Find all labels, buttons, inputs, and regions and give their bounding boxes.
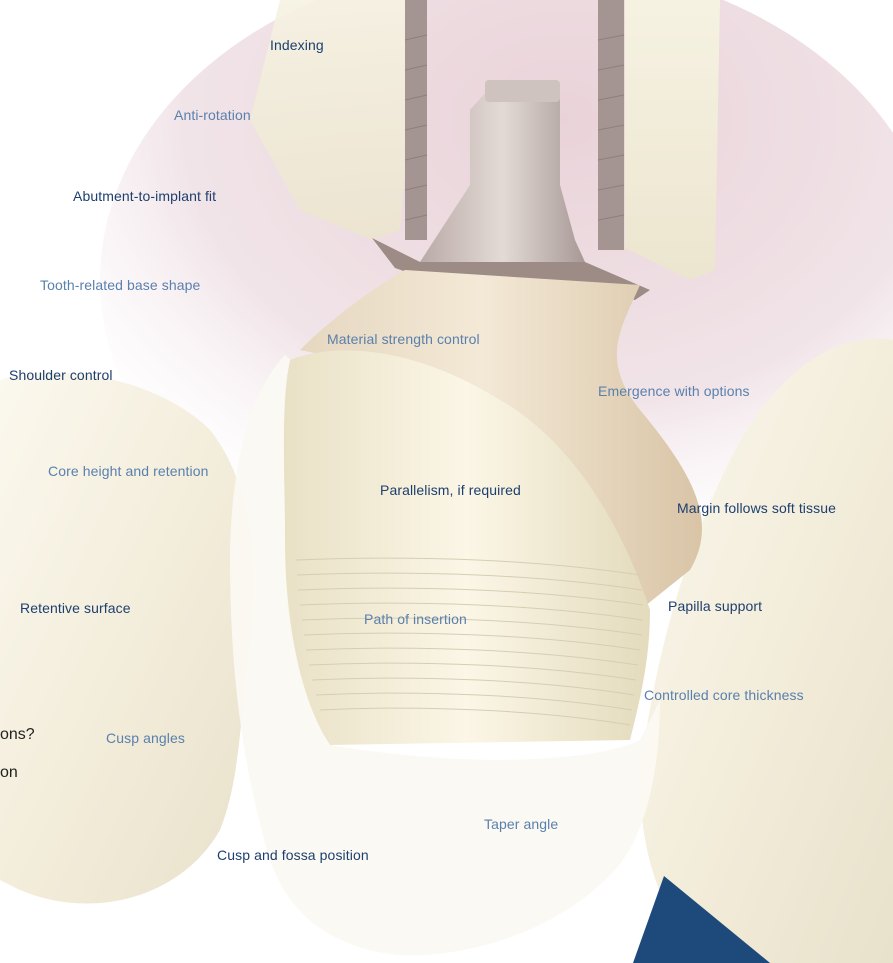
label-papilla-support: Papilla support [668, 597, 762, 615]
adjacent-tooth-left [0, 372, 254, 903]
label-indexing: Indexing [270, 36, 324, 54]
label-cusp-angles: Cusp angles [106, 729, 185, 747]
label-abutment-fit: Abutment-to-implant fit [73, 187, 216, 205]
label-taper-angle: Taper angle [484, 815, 558, 833]
label-anti-rotation: Anti-rotation [174, 106, 251, 124]
label-shoulder-control: Shoulder control [9, 366, 113, 384]
label-core-height: Core height and retention [48, 462, 209, 480]
label-retentive-surface: Retentive surface [20, 599, 131, 617]
label-parallelism: Parallelism, if required [380, 481, 521, 499]
cropped-text-line-1: ons? [0, 725, 35, 745]
label-base-shape: Tooth-related base shape [40, 276, 200, 294]
label-cusp-fossa: Cusp and fossa position [217, 846, 369, 864]
label-path-of-insertion: Path of insertion [364, 610, 467, 628]
cropped-text-line-2: on [0, 763, 18, 783]
abutment-screw-head [485, 80, 560, 102]
label-controlled-core: Controlled core thickness [644, 686, 804, 704]
label-margin: Margin follows soft tissue [677, 499, 836, 517]
label-emergence: Emergence with options [598, 382, 750, 400]
label-material-strength: Material strength control [327, 330, 480, 348]
bone-right [625, 0, 720, 280]
